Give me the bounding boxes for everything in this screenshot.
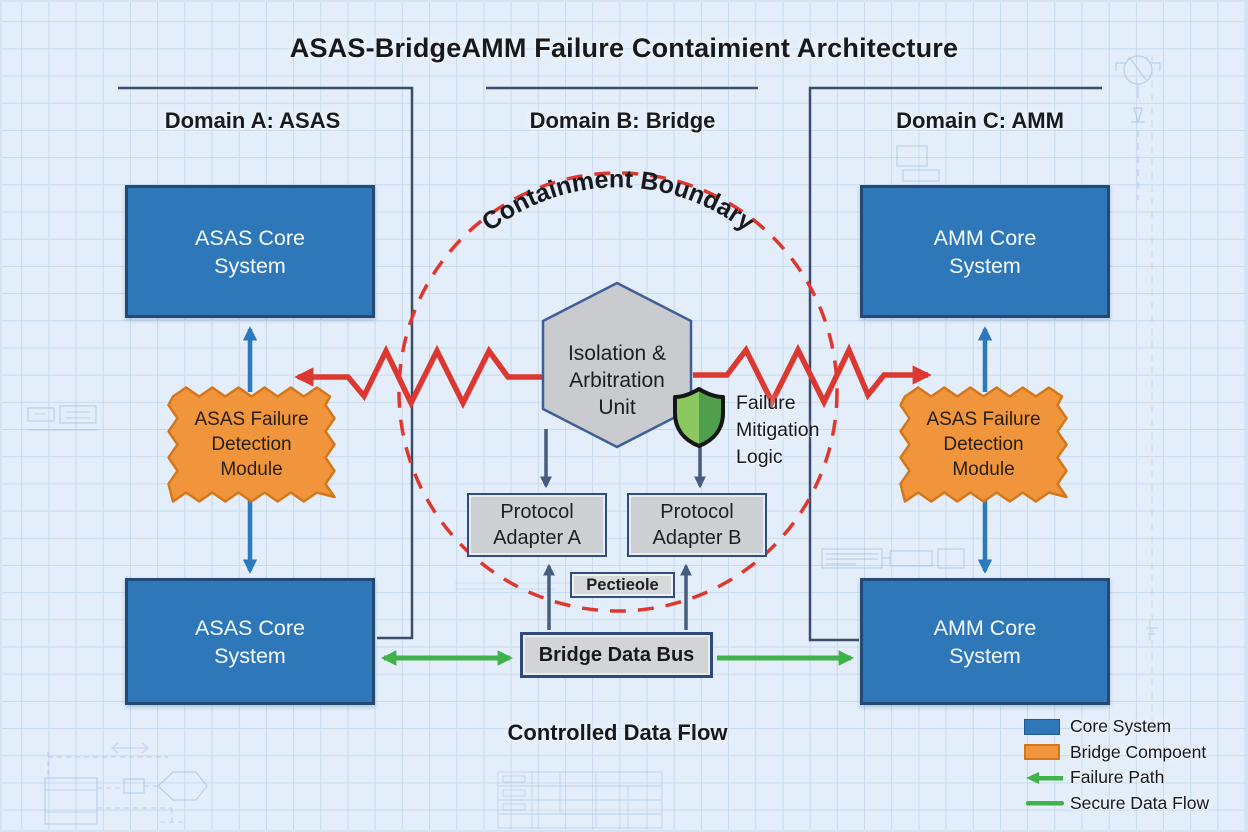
amm-core-system-bottom: AMM Core System <box>860 578 1110 705</box>
domain-c-label: Domain C: AMM <box>896 108 1064 133</box>
asas-core-system-top: ASAS Core System <box>125 185 375 318</box>
asas-failure-detection-module-right: ASAS Failure Detection Module <box>926 409 1041 480</box>
page-title: ASAS-BridgeAMM Failure Contaimient Archi… <box>289 32 959 63</box>
legend-item-failure-path: Failure Path <box>1024 765 1239 791</box>
legend-label: Bridge Compoent <box>1070 741 1207 762</box>
bridge-data-bus: Bridge Data Bus <box>520 632 713 678</box>
domain-a-label: Domain A: ASAS <box>164 108 341 133</box>
legend-item-bridge-component: Bridge Compoent <box>1024 740 1239 766</box>
secure-data-flow-line-icon <box>1024 796 1070 810</box>
legend: Core System Bridge Compoent Failure Path… <box>1024 714 1239 816</box>
failure-mitigation-logic-label: Failure Mitigation Logic <box>736 392 820 468</box>
legend-item-secure-data-flow: Secure Data Flow <box>1024 791 1239 817</box>
domain-c-bracket <box>808 86 1102 642</box>
controlled-data-flow-label: Controlled Data Flow <box>507 720 728 745</box>
core-system-swatch <box>1024 718 1070 735</box>
domain-b-label: Domain B: Bridge <box>529 108 716 133</box>
protocol-adapter-b: Protocol Adapter B <box>627 493 767 557</box>
failure-zigzag-left <box>294 344 543 410</box>
svg-text:Containment Boundary: Containment Boundary <box>477 165 760 237</box>
containment-boundary-label: Containment Boundary <box>477 165 760 237</box>
protocol-adapter-a: Protocol Adapter A <box>467 493 607 557</box>
protocol-small-box: Pectieole <box>570 572 675 598</box>
legend-label: Failure Path <box>1070 767 1165 788</box>
isolation-arbitration-unit-label: Isolation & Arbitration Unit <box>567 341 667 419</box>
asas-core-system-bottom: ASAS Core System <box>125 578 375 705</box>
bridge-component-swatch <box>1024 744 1070 761</box>
legend-label: Core System <box>1070 716 1172 737</box>
legend-item-core-system: Core System <box>1024 714 1239 740</box>
asas-failure-detection-module-left: ASAS Failure Detection Module <box>194 409 309 480</box>
domain-a-bracket <box>118 86 414 640</box>
amm-core-system-top: AMM Core System <box>860 185 1110 318</box>
failure-path-arrow-icon <box>1024 771 1070 785</box>
legend-label: Secure Data Flow <box>1070 792 1210 813</box>
